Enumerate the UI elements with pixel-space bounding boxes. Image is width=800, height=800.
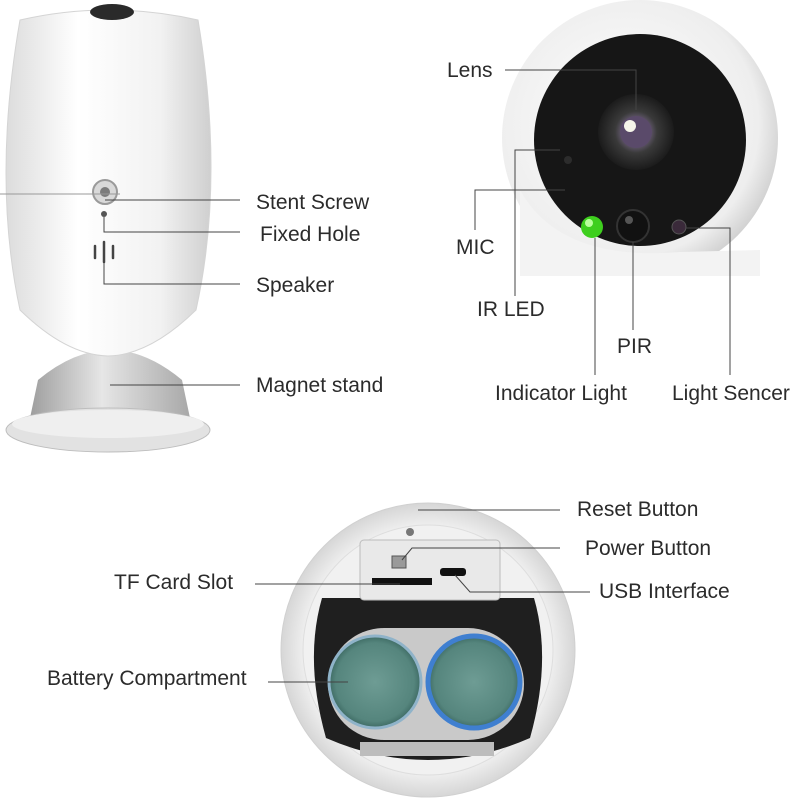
indicator-light	[581, 216, 603, 238]
label-speaker: Speaker	[256, 274, 335, 297]
lens-leader-lines	[474, 69, 731, 375]
label-pir: PIR	[617, 335, 653, 358]
light-sensor	[671, 219, 687, 235]
label-power-button: Power Button	[585, 537, 712, 560]
label-reset-button: Reset Button	[577, 498, 699, 521]
usb-interface	[440, 568, 466, 576]
fixed-hole	[101, 211, 107, 217]
front-view-camera	[5, 4, 212, 453]
reset-button	[406, 528, 414, 536]
label-lens: Lens	[447, 59, 493, 82]
front-leader-lines	[0, 193, 240, 386]
magnet-stand	[30, 350, 190, 418]
label-stent-screw: Stent Screw	[256, 191, 370, 214]
back-view-camera	[280, 502, 576, 798]
board-panel	[359, 539, 501, 601]
body-top-cap	[90, 4, 134, 20]
tf-card-slot	[372, 578, 432, 585]
pir-sensor	[616, 209, 650, 243]
back-leader-lines	[255, 509, 590, 683]
label-usb-interface: USB Interface	[599, 580, 730, 603]
label-battery-compartment: Battery Compartment	[47, 667, 247, 690]
lens-view-camera	[502, 0, 778, 276]
label-indicator-light: Indicator Light	[495, 382, 627, 405]
battery-right	[425, 633, 523, 731]
label-mic: MIC	[456, 236, 495, 259]
label-tf-card-slot: TF Card Slot	[114, 571, 234, 594]
speaker-grille	[93, 240, 115, 264]
label-light-sencer: Light Sencer	[672, 382, 790, 405]
ir-led	[564, 156, 572, 164]
label-ir-led: IR LED	[477, 298, 545, 321]
label-fixed-hole: Fixed Hole	[260, 223, 361, 246]
label-magnet-stand: Magnet stand	[256, 374, 384, 397]
